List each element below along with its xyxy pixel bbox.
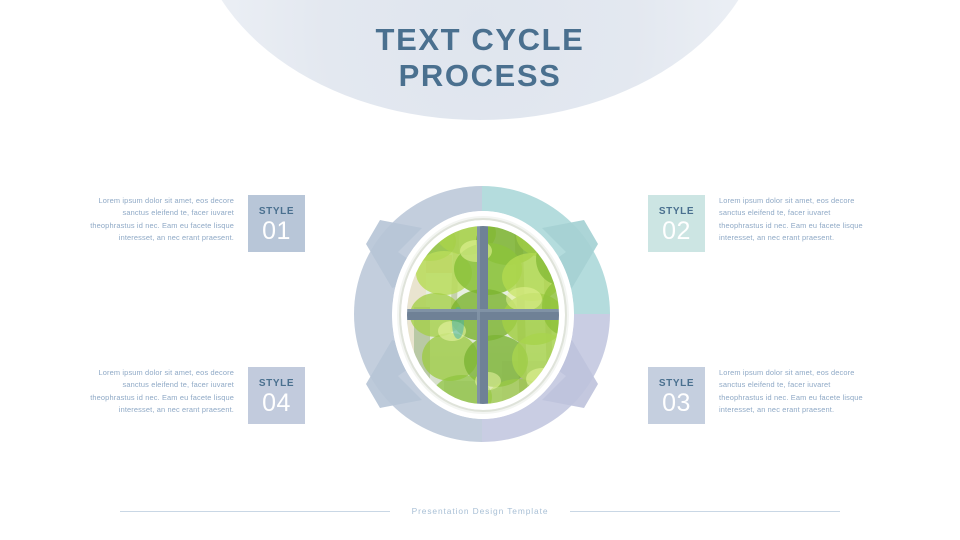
item-03-number: 03	[662, 388, 691, 417]
item-01-style-label: STYLE	[258, 205, 295, 217]
cycle-item-04[interactable]: Lorem ipsum dolor sit amet, eos decore s…	[88, 367, 305, 424]
footer-rule-right	[570, 510, 841, 512]
title-line-2: PROCESS	[398, 58, 562, 93]
item-02-number: 02	[662, 216, 691, 245]
page-title: TEXT CYCLE PROCESS	[0, 22, 960, 94]
item-04-badge[interactable]: STYLE 04	[248, 367, 305, 424]
item-01-body: Lorem ipsum dolor sit amet, eos decore s…	[90, 196, 234, 243]
item-02-body: Lorem ipsum dolor sit amet, eos decore s…	[719, 196, 863, 243]
footer-rule-left	[119, 510, 390, 512]
footer: Presentation Design Template	[0, 506, 960, 516]
item-01-badge[interactable]: STYLE 01	[248, 195, 305, 252]
item-04-body: Lorem ipsum dolor sit amet, eos decore s…	[90, 368, 234, 415]
item-01-number: 01	[262, 216, 291, 245]
item-02-style-label: STYLE	[658, 205, 695, 217]
item-03-style-label: STYLE	[658, 377, 695, 389]
cycle-item-03[interactable]: STYLE 03 Lorem ipsum dolor sit amet, eos…	[648, 367, 865, 424]
cycle-item-02[interactable]: STYLE 02 Lorem ipsum dolor sit amet, eos…	[648, 195, 865, 252]
item-02-badge[interactable]: STYLE 02	[648, 195, 705, 252]
footer-text: Presentation Design Template	[411, 506, 549, 516]
item-04-number: 04	[262, 388, 291, 417]
title-line-1: TEXT CYCLE	[375, 22, 585, 57]
window-photo	[392, 211, 574, 419]
item-03-badge[interactable]: STYLE 03	[648, 367, 705, 424]
cycle-item-01[interactable]: Lorem ipsum dolor sit amet, eos decore s…	[88, 195, 305, 252]
item-04-style-label: STYLE	[258, 377, 295, 389]
item-03-body: Lorem ipsum dolor sit amet, eos decore s…	[719, 368, 863, 415]
